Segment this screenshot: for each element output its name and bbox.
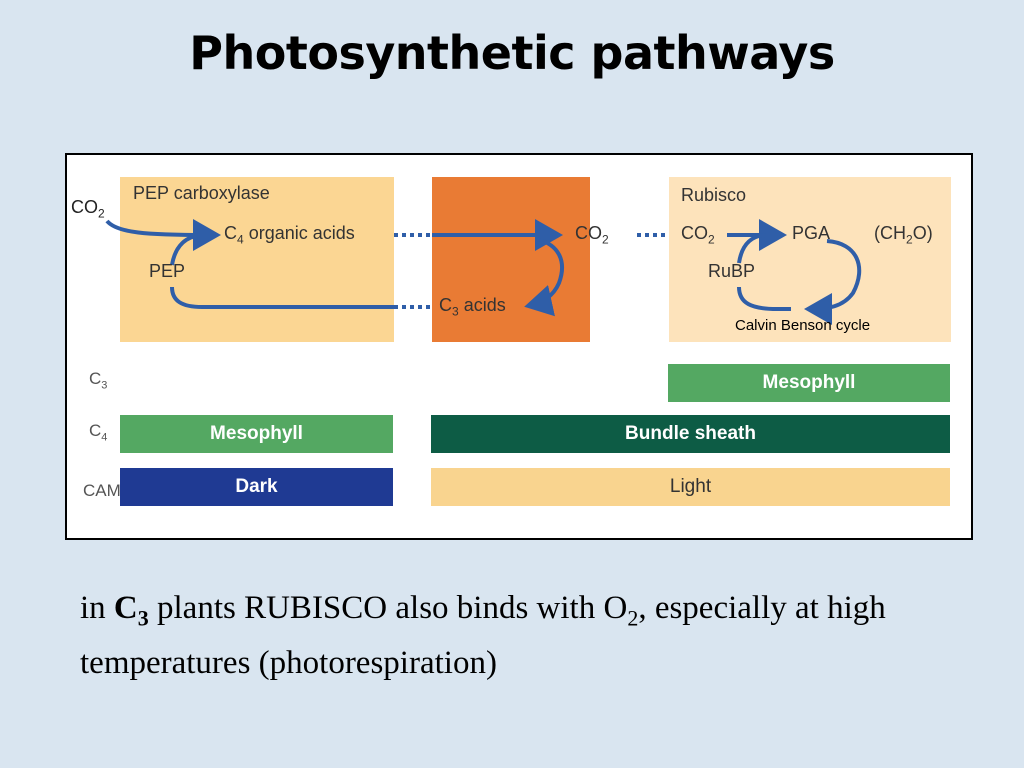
slide-title: Photosynthetic pathways (189, 26, 835, 80)
arrows-layer (105, 219, 862, 325)
row-label-c4: C4 (89, 421, 108, 444)
pep-carboxylase-box (120, 177, 394, 342)
caption-text: in C3 plants RUBISCO also binds with O2,… (80, 590, 886, 681)
cam-light-bar: Light (431, 468, 950, 506)
pga-label: PGA (792, 223, 831, 243)
row-label-cam: CAM (83, 481, 121, 500)
pep-carboxylase-label: PEP carboxylase (133, 183, 270, 203)
rubp-label: RuBP (708, 261, 756, 281)
decarboxylation-box (432, 177, 590, 342)
co2-input-arrow (105, 219, 208, 237)
c3-acids-label: C3 acids (439, 295, 506, 319)
pep-label: PEP (149, 261, 186, 281)
calvin-cycle-label: Calvin Benson cycle (735, 317, 871, 334)
c4-organic-acids-label: C4 organic acids (224, 223, 355, 247)
pep-return-curve (170, 286, 397, 309)
rubp-curve (737, 233, 768, 264)
co2-rubisco-label: CO2 (681, 223, 715, 247)
pep-to-c4-arrow (170, 219, 221, 266)
cam-dark-bar: Dark (120, 468, 393, 506)
pathway-diagram: CO2 PEP carboxylase C4 organic acids PEP… (65, 153, 973, 540)
decarboxylation-curve (524, 237, 564, 317)
rubisco-label: Rubisco (681, 185, 747, 205)
co2-input-label: CO2 (71, 197, 105, 221)
co2-bundle-label: CO2 (575, 223, 609, 247)
c3-mesophyll-bar: Mesophyll (668, 364, 950, 402)
calvin-loop-arrow (804, 239, 862, 325)
calvin-return-curve (737, 286, 791, 311)
c4-bundle-sheath-bar: Bundle sheath (431, 415, 950, 453)
c4-mesophyll-bar: Mesophyll (120, 415, 393, 453)
ch2o-label: (CH2O) (874, 223, 933, 247)
row-label-c3: C3 (89, 369, 108, 392)
